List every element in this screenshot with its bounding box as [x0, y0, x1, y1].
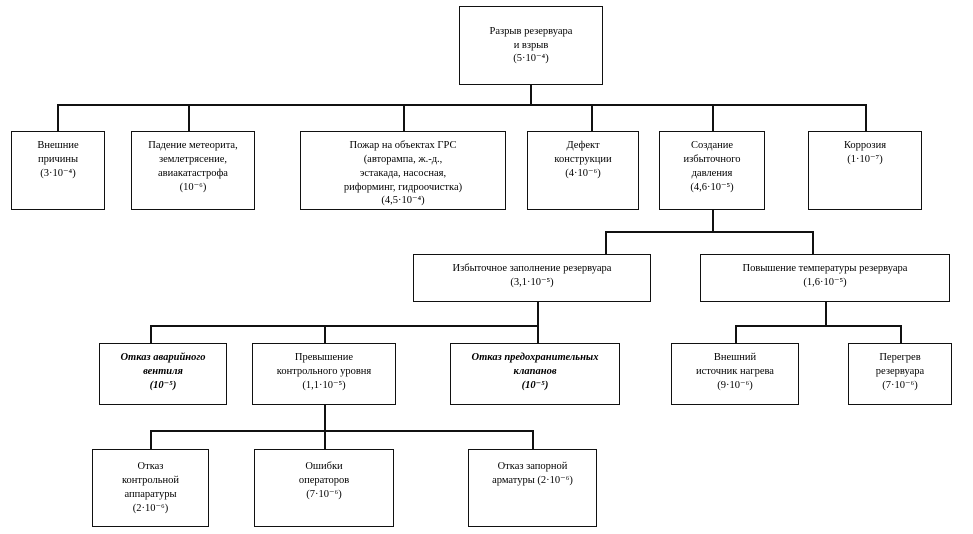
connector-control-equipment-drop [150, 430, 152, 449]
connector-external-heat-drop [735, 325, 737, 343]
node-level-exceeded[interactable]: Превышение контрольного уровня (1,1·10⁻⁵… [252, 343, 396, 405]
node-control-equipment-failure-line1: Отказ [137, 461, 164, 472]
node-top-event-probability: (5·10⁻⁴) [513, 53, 549, 65]
node-operator-errors-probability: (7·10⁻⁶) [306, 488, 342, 500]
connector-overfill-to-bus [537, 302, 539, 326]
node-shutoff-valve-failure[interactable]: Отказ запорной арматуры (2·10⁻⁶) [468, 449, 597, 527]
node-level-exceeded-line2: контрольного уровня [276, 365, 372, 377]
node-construction-defect-probability: (4·10⁻⁶) [565, 167, 601, 179]
node-emergency-valve-failure-probability: (10⁻⁵) [149, 379, 177, 391]
node-safety-valve-failure[interactable]: Отказ предохранительных клапанов (10⁻⁵) [450, 343, 620, 405]
node-emergency-valve-failure-line2: вентиля [143, 365, 183, 377]
node-control-equipment-failure-line2: контрольной [121, 474, 180, 486]
connector-overfill-drop [605, 231, 607, 254]
node-external-heat-source-line1: Внешний [713, 352, 757, 363]
node-construction-defect-line1: Дефект [566, 140, 600, 151]
node-temperature-rise-line1: Повышение температуры резервуара [742, 263, 908, 274]
connector-construction-defect-drop [591, 104, 593, 131]
node-top-event-line1: Разрыв резервуара [489, 25, 573, 37]
node-fire-grs-line4: риформинг, гидроочистка) [343, 181, 463, 193]
node-external-heat-source[interactable]: Внешний источник нагрева (9·10⁻⁶) [671, 343, 799, 405]
connector-overpressure-to-bus [712, 210, 714, 232]
node-corrosion[interactable]: Коррозия (1·10⁻⁷) [808, 131, 922, 210]
connector-fire-grs-drop [403, 104, 405, 131]
node-overfill-probability: (3,1·10⁻⁵) [510, 276, 554, 288]
node-external-heat-source-line2: источник нагрева [696, 365, 774, 377]
node-safety-valve-failure-line2: клапанов [513, 365, 557, 377]
node-meteorite-line1: Падение метеорита, [148, 140, 238, 151]
connector-temperature-rise-to-bus [825, 302, 827, 326]
connector-temperature-rise-drop [812, 231, 814, 254]
node-fire-grs-line3: эстакада, насосная, [359, 167, 447, 179]
node-emergency-valve-failure[interactable]: Отказ аварийного вентиля (10⁻⁵) [99, 343, 227, 405]
node-overfill[interactable]: Избыточное заполнение резервуара (3,1·10… [413, 254, 651, 302]
node-fire-grs-line2: (авторампа, ж.-д., [363, 153, 443, 165]
node-meteorite-line3: авиакатастрофа [158, 167, 228, 179]
node-fire-grs[interactable]: Пожар на объектах ГРС (авторампа, ж.-д.,… [300, 131, 506, 210]
node-external-heat-source-probability: (9·10⁻⁶) [717, 379, 753, 391]
node-meteorite-probability: (10⁻⁶) [179, 181, 207, 193]
node-safety-valve-failure-line1: Отказ предохранительных [471, 352, 599, 363]
node-shutoff-valve-failure-line1: Отказ запорной [497, 461, 568, 472]
node-control-equipment-failure-line3: аппаратуры [124, 488, 177, 500]
node-overpressure-line1: Создание [690, 140, 734, 151]
node-external-causes-line2: причины [37, 153, 79, 165]
node-tank-overheat-probability: (7·10⁻⁶) [882, 379, 918, 391]
connector-meteorite-drop [188, 104, 190, 131]
node-external-causes-probability: (3·10⁻⁴) [40, 167, 76, 179]
node-overfill-line1: Избыточное заполнение резервуара [452, 263, 612, 274]
node-meteorite[interactable]: Падение метеорита, землетрясение, авиака… [131, 131, 255, 210]
connector-overpressure-drop [712, 104, 714, 131]
node-level-exceeded-probability: (1,1·10⁻⁵) [302, 379, 346, 391]
node-tank-overheat-line1: Перегрев [879, 352, 921, 363]
node-overpressure[interactable]: Создание избыточного давления (4,6·10⁻⁵) [659, 131, 765, 210]
node-temperature-rise[interactable]: Повышение температуры резервуара (1,6·10… [700, 254, 950, 302]
connector-shutoff-valve-drop [532, 430, 534, 449]
node-top-event[interactable]: Разрыв резервуара и взрыв (5·10⁻⁴) [459, 6, 603, 85]
connector-emergency-valve-drop [150, 325, 152, 343]
connector-level2-bus [57, 104, 866, 106]
node-fire-grs-probability: (4,5·10⁻⁴) [381, 195, 425, 207]
connector-safety-valve-drop [537, 325, 539, 343]
node-corrosion-probability: (1·10⁻⁷) [847, 153, 883, 165]
connector-external-causes-drop [57, 104, 59, 131]
node-top-event-line2: и взрыв [513, 39, 549, 51]
node-tank-overheat[interactable]: Перегрев резервуара (7·10⁻⁶) [848, 343, 952, 405]
connector-level5-bus [150, 430, 533, 432]
connector-operator-errors-drop [324, 430, 326, 449]
connector-level4-right-bus [735, 325, 901, 327]
node-control-equipment-failure[interactable]: Отказ контрольной аппаратуры (2·10⁻⁶) [92, 449, 209, 527]
node-external-causes[interactable]: Внешние причины (3·10⁻⁴) [11, 131, 105, 210]
node-fire-grs-line1: Пожар на объектах ГРС [349, 140, 457, 151]
node-control-equipment-failure-probability: (2·10⁻⁶) [132, 502, 169, 514]
connector-level4-left-bus [150, 325, 539, 327]
node-emergency-valve-failure-line1: Отказ аварийного [120, 352, 206, 363]
node-corrosion-line1: Коррозия [843, 140, 887, 151]
node-level-exceeded-line1: Превышение [294, 352, 354, 363]
node-external-causes-line1: Внешние [37, 140, 79, 151]
node-overpressure-line3: давления [691, 167, 733, 179]
node-overpressure-probability: (4,6·10⁻⁵) [690, 181, 734, 193]
connector-top-event-drop [530, 85, 532, 105]
connector-level-exceeded-to-bus [324, 405, 326, 431]
node-construction-defect[interactable]: Дефект конструкции (4·10⁻⁶) [527, 131, 639, 210]
node-meteorite-line2: землетрясение, [158, 153, 228, 165]
connector-level3-bus [605, 231, 813, 233]
node-operator-errors[interactable]: Ошибки операторов (7·10⁻⁶) [254, 449, 394, 527]
node-temperature-rise-probability: (1,6·10⁻⁵) [803, 276, 847, 288]
node-construction-defect-line2: конструкции [554, 153, 612, 165]
node-operator-errors-line1: Ошибки [305, 461, 343, 472]
connector-corrosion-drop [865, 104, 867, 131]
node-overpressure-line2: избыточного [683, 153, 741, 165]
node-shutoff-valve-failure-line2: арматуры (2·10⁻⁶) [492, 474, 573, 486]
connector-tank-overheat-drop [900, 325, 902, 343]
node-safety-valve-failure-probability: (10⁻⁵) [521, 379, 549, 391]
connector-level-exceeded-drop [324, 325, 326, 343]
node-operator-errors-line2: операторов [298, 474, 350, 486]
node-tank-overheat-line2: резервуара [875, 365, 925, 377]
